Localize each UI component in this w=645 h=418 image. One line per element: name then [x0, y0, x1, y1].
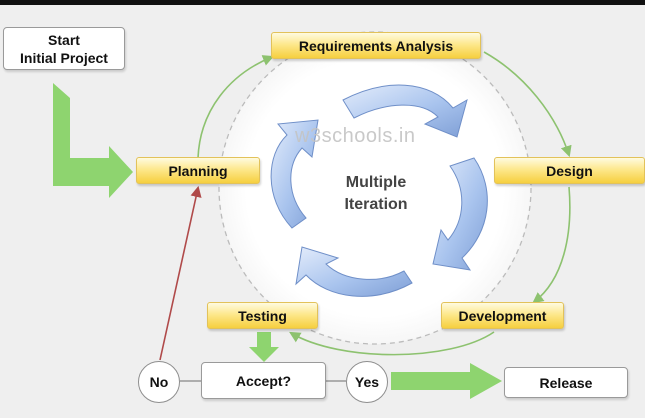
- center-label: Multiple Iteration: [300, 172, 452, 216]
- top-edge-bar: [0, 0, 645, 5]
- arrow-design-to-development: [532, 186, 571, 304]
- decision-accept-label: Accept?: [235, 372, 292, 389]
- start-arrow: [53, 83, 133, 198]
- center-label-line1: Multiple: [345, 174, 407, 191]
- arrow-requirements-to-design: [483, 51, 572, 158]
- iteration-arrow-top: [342, 84, 468, 138]
- decision-yes-label: Yes: [354, 374, 380, 390]
- cycle-arrows: [197, 51, 572, 356]
- decision-accept: Accept?: [201, 362, 326, 399]
- stage-development: Development: [441, 302, 564, 329]
- iteration-arrow-right: [432, 157, 488, 271]
- iteration-arrow-bottom: [295, 246, 413, 297]
- stage-planning-label: Planning: [168, 162, 228, 179]
- start-label-line1: Start: [48, 31, 80, 48]
- iteration-arrow-left: [270, 119, 319, 229]
- stage-development-label: Development: [458, 307, 547, 324]
- stage-testing: Testing: [207, 302, 318, 329]
- start-box: Start Initial Project: [3, 27, 125, 70]
- iteration-arrows: [270, 84, 488, 297]
- arrow-testing-to-accept: [249, 332, 279, 362]
- watermark-text: w3schools.in: [295, 125, 416, 147]
- decision-no-label: No: [149, 374, 169, 390]
- stage-requirements-label: Requirements Analysis: [298, 37, 454, 54]
- arrow-no-to-planning: [159, 185, 202, 361]
- arrow-planning-to-requirements: [197, 55, 275, 159]
- arrow-yes-to-release: [391, 363, 502, 399]
- release-label: Release: [539, 374, 593, 391]
- decision-no: No: [138, 361, 180, 403]
- stage-planning: Planning: [136, 157, 260, 184]
- stage-requirements-analysis: Requirements Analysis: [271, 32, 481, 59]
- start-label-line2: Initial Project: [20, 49, 108, 66]
- arrow-development-to-testing: [289, 331, 495, 356]
- center-label-line2: Iteration: [344, 196, 408, 213]
- stage-testing-label: Testing: [238, 307, 287, 324]
- stage-design: Design: [494, 157, 645, 184]
- release-box: Release: [504, 367, 628, 398]
- decision-yes: Yes: [346, 361, 388, 403]
- stage-design-label: Design: [546, 162, 593, 179]
